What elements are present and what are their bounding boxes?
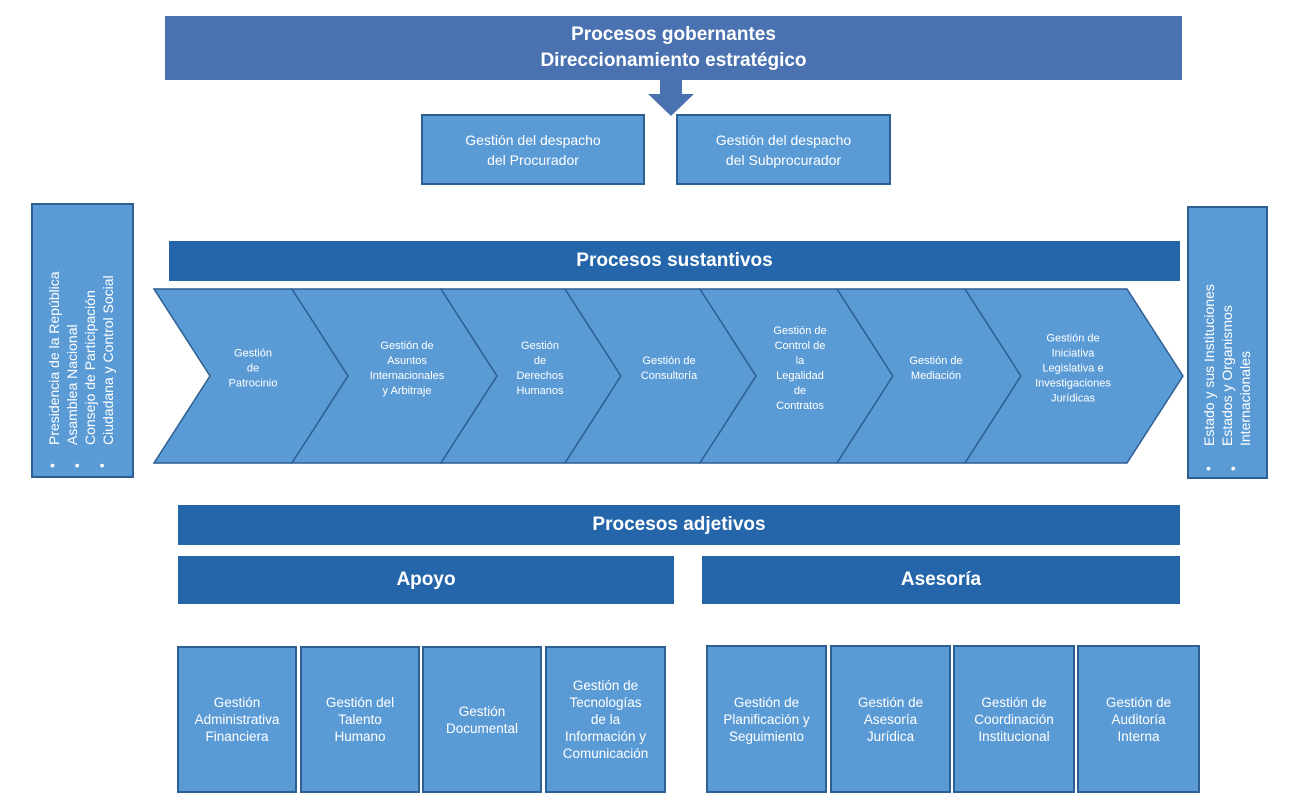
chevron-line: Gestión de — [773, 325, 827, 337]
advisory-title: Asesoría — [900, 569, 982, 590]
substantive-title: Procesos sustantivos — [576, 250, 773, 271]
box-line: Auditoría — [1111, 711, 1166, 727]
box-line: Información y — [564, 729, 647, 744]
support-box-tecnologias: Gestión de Tecnologías de la Información… — [545, 646, 666, 793]
chevron-line: Gestión de — [909, 355, 963, 367]
chevron-line: la — [795, 355, 805, 367]
box-line: Institucional — [978, 728, 1050, 744]
support-title: Apoyo — [396, 569, 456, 590]
governing-subtitle: Direccionamiento estratégico — [540, 50, 807, 71]
chevron-line: Gestión de — [1046, 332, 1100, 345]
support-box-documental: Gestión Documental — [422, 646, 542, 793]
box-line: del Subprocurador — [725, 151, 842, 168]
box-line: Tecnologías — [569, 695, 642, 710]
chevron-label: Gestión de Derechos Humanos — [516, 339, 563, 399]
box-line: del Procurador — [487, 151, 579, 168]
left-stakeholders-box: Presidencia de la República Asamblea Nac… — [31, 203, 134, 478]
support-box-talento-humano: Gestión del Talento Humano — [300, 646, 420, 793]
support-box-administrativa: Gestión Administrativa Financiera — [177, 646, 297, 793]
support-header: Apoyo — [178, 556, 674, 604]
chevron-line: Jurídicas — [1050, 392, 1096, 405]
chevron-line: Mediación — [910, 370, 962, 382]
box-line: Gestión de — [572, 678, 639, 693]
chevron-line: Iniciativa — [1051, 347, 1095, 360]
box-line: Gestión del despacho — [465, 131, 601, 148]
box-line: Administrativa — [194, 712, 280, 727]
advisory-box-asesoria-juridica: Gestión de Asesoría Jurídica — [830, 645, 951, 793]
chevron-line: Investigaciones — [1035, 377, 1111, 390]
box-line: Jurídica — [866, 728, 915, 744]
chevron-line: Gestión — [234, 347, 272, 360]
chevron-label: Gestión de Control de la Legalidad de Co… — [773, 324, 826, 414]
chevron-line: Internacionales — [369, 370, 445, 382]
box-line: Interna — [1117, 728, 1160, 744]
chevron-line: Gestión de — [380, 340, 434, 352]
box-line: Gestión de — [733, 694, 800, 710]
box-line: Gestión del — [325, 695, 395, 710]
box-line: Seguimiento — [728, 728, 805, 744]
bullet-dots: • • • — [50, 457, 113, 473]
chevron-line: Gestión — [521, 340, 559, 352]
chevron-line: Legalidad — [776, 370, 824, 382]
box-line: Gestión de — [1105, 694, 1172, 710]
advisory-box-auditoria: Gestión de Auditoría Interna — [1077, 645, 1200, 793]
right-stakeholders-box: Estado y sus Instituciones Estados y Org… — [1187, 206, 1268, 479]
chevron-line: Humanos — [516, 385, 564, 397]
adjective-header: Procesos adjetivos — [178, 505, 1180, 545]
bullet-dots: • • — [1206, 460, 1244, 476]
chevron-label: Gestión de Iniciativa Legislativa e Inve… — [1035, 332, 1111, 407]
advisory-header: Asesoría — [702, 556, 1180, 604]
chevron-line: de — [793, 385, 807, 397]
dispatch-procurador-box: Gestión del despacho del Procurador — [421, 114, 645, 185]
chevron-line: Contratos — [776, 400, 824, 412]
chevron-line: Derechos — [516, 370, 564, 382]
box-line: Coordinación — [974, 711, 1054, 727]
box-line: Talento — [338, 712, 382, 727]
chevron-line: y Arbitraje — [382, 385, 432, 397]
chevron-line: Consultoría — [640, 370, 698, 382]
chevron-line: de — [533, 355, 547, 367]
box-line: Comunicación — [562, 746, 649, 761]
governing-header: Procesos gobernantes Direccionamiento es… — [165, 16, 1182, 80]
box-line: Planificación y — [723, 711, 810, 727]
chevron-line: Legislativa e — [1042, 362, 1104, 375]
box-line: Gestión — [458, 703, 506, 719]
box-line: Gestión de — [857, 694, 924, 710]
advisory-box-coordinacion: Gestión de Coordinación Institucional — [953, 645, 1075, 793]
box-line: de la — [590, 712, 621, 727]
box-line: Asesoría — [863, 711, 918, 727]
advisory-box-planificacion: Gestión de Planificación y Seguimiento — [706, 645, 827, 793]
chevron-label: Gestión de Patrocinio — [229, 347, 278, 392]
chevron-line: Control de — [774, 340, 826, 352]
substantive-header: Procesos sustantivos — [169, 241, 1180, 281]
chevron-line: de — [246, 362, 260, 375]
box-line: Documental — [445, 720, 519, 736]
box-line: Gestión — [213, 695, 261, 710]
chevron-label: Gestión de Consultoría — [641, 354, 697, 384]
chevron-line: Patrocinio — [228, 377, 278, 390]
chevron-line: Gestión de — [642, 355, 696, 367]
chevron-label: Gestión de Asuntos Internacionales y Arb… — [370, 339, 445, 399]
down-arrow-icon — [648, 80, 694, 116]
box-line: Gestión del despacho — [715, 131, 852, 148]
box-line: Gestión de — [981, 694, 1047, 710]
box-line: Humano — [334, 729, 386, 744]
dispatch-subprocurador-box: Gestión del despacho del Subprocurador — [676, 114, 891, 185]
adjective-title: Procesos adjetivos — [592, 514, 766, 535]
chevron-iniciativa-legislativa — [963, 288, 1184, 464]
box-line: Financiera — [205, 729, 269, 744]
chevron-label: Gestión de Mediación — [909, 354, 962, 384]
chevron-line: Asuntos — [387, 355, 427, 367]
governing-title: Procesos gobernantes — [571, 24, 776, 45]
